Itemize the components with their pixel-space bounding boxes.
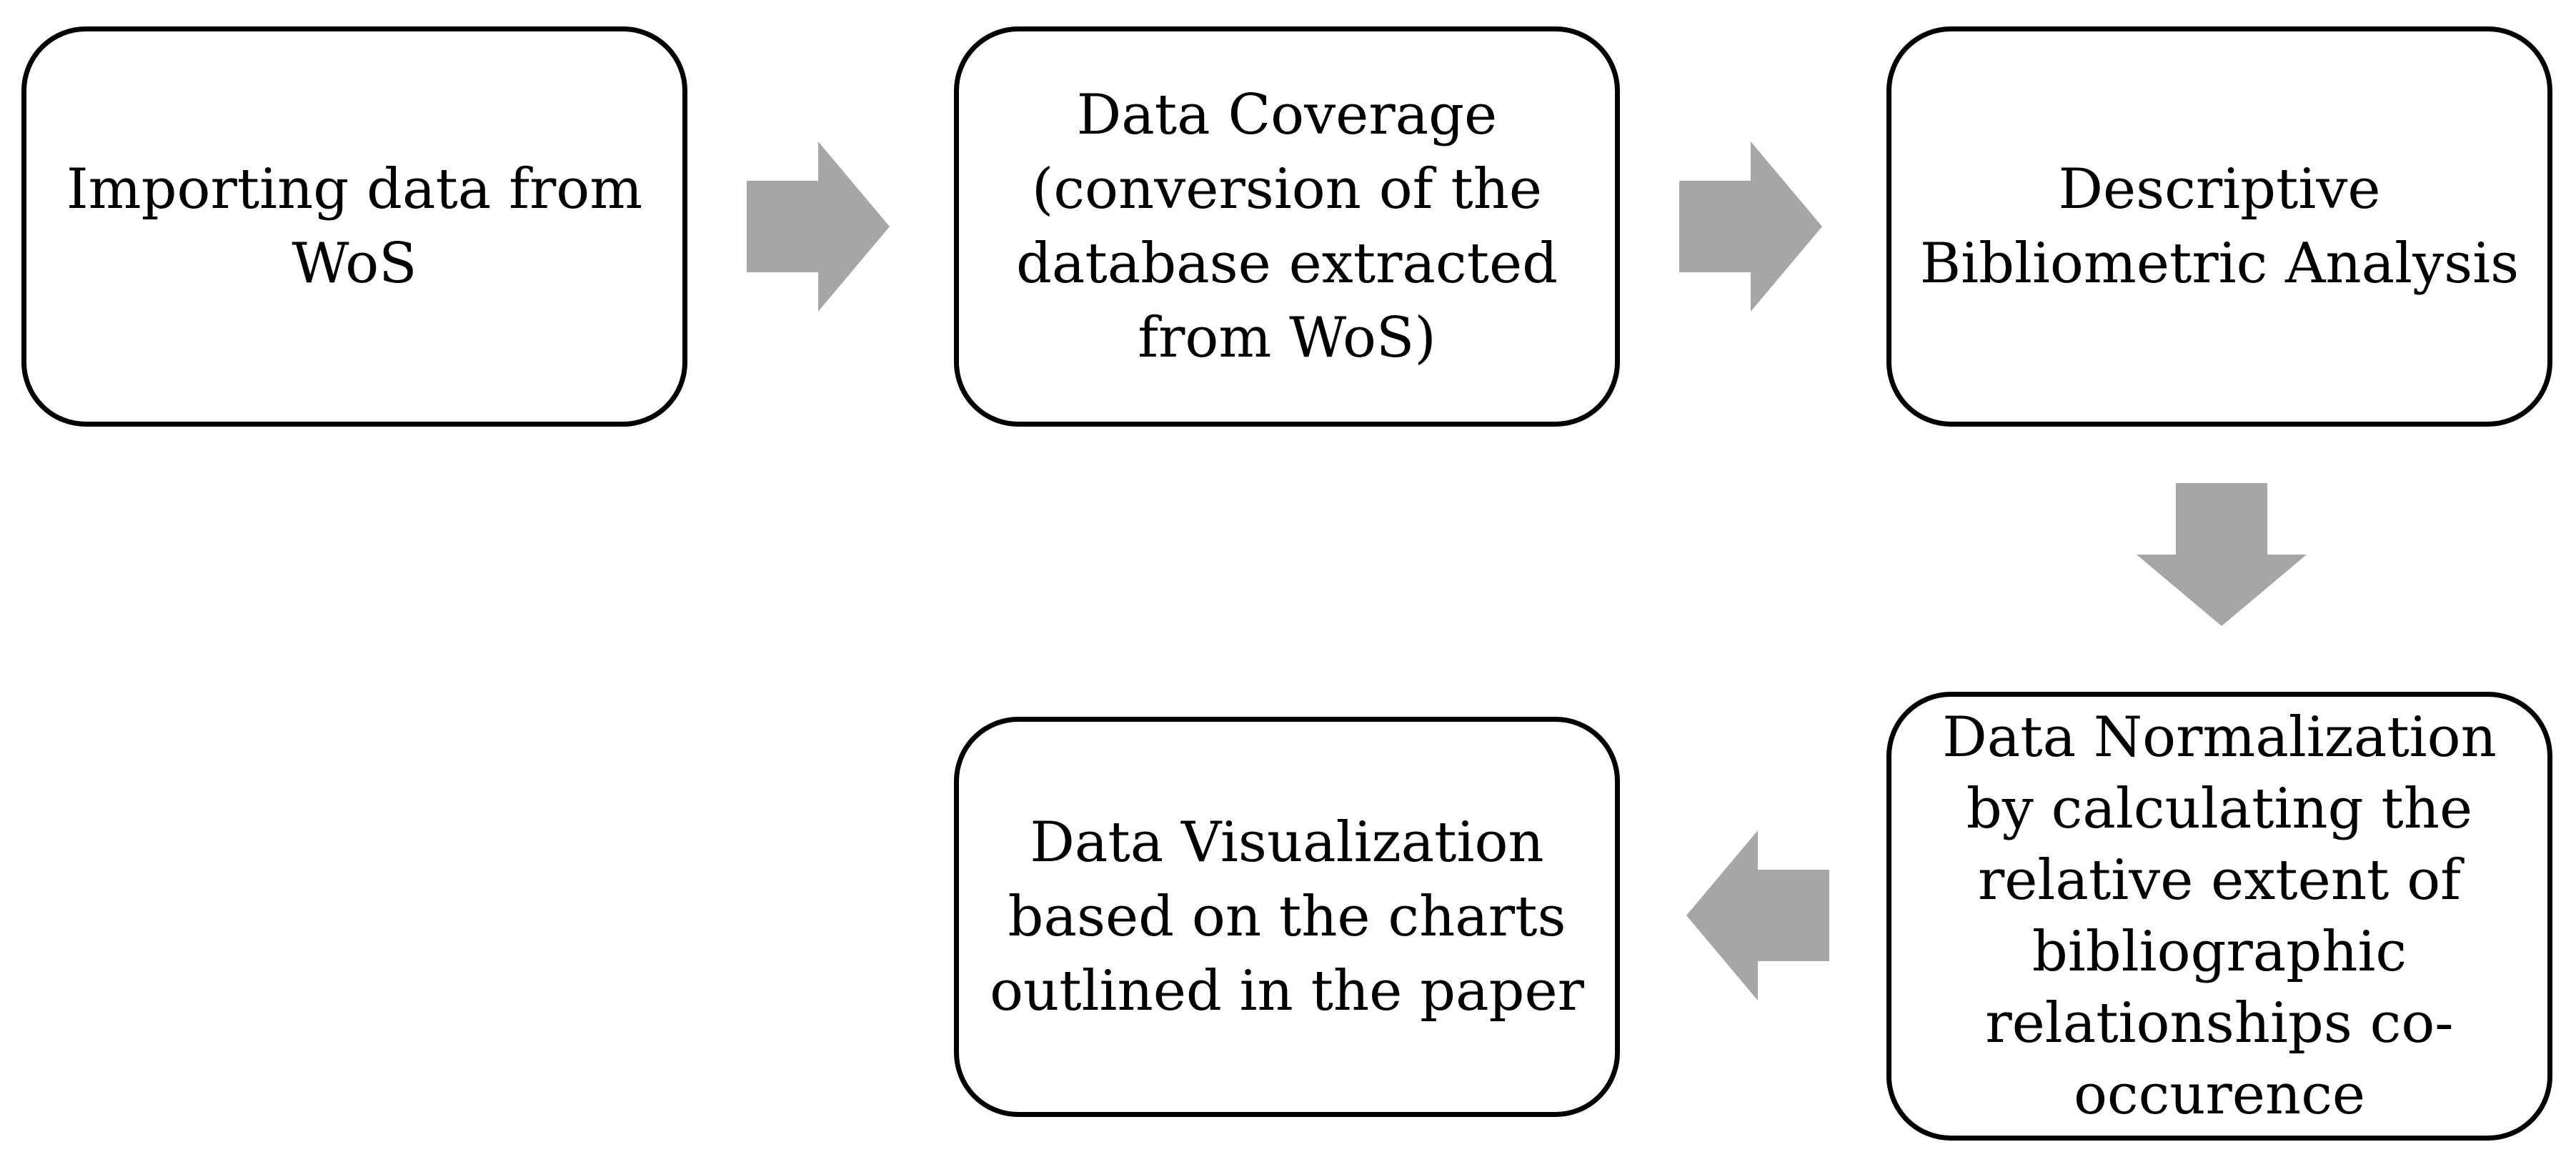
left-arrow-icon: [1686, 830, 1829, 1000]
step-label: Descriptive Bibliometric Analysis: [1919, 157, 2520, 296]
right-arrow-icon: [1679, 141, 1822, 312]
step-label: Data Normalization by calculating the re…: [1942, 705, 2497, 1127]
step-box-descriptive-analysis: Descriptive Bibliometric Analysis: [1886, 26, 2552, 427]
step-box-data-normalization: Data Normalization by calculating the re…: [1886, 692, 2552, 1141]
step-box-data-visualization: Data Visualization based on the charts o…: [954, 717, 1620, 1117]
step-label: Importing data from WoS: [66, 157, 643, 296]
step-label: Data Visualization based on the charts o…: [990, 810, 1584, 1023]
step-box-importing-data: Importing data from WoS: [21, 26, 687, 427]
step-box-data-coverage: Data Coverage (conversion of the databas…: [954, 26, 1620, 427]
step-label: Data Coverage (conversion of the databas…: [1015, 83, 1558, 370]
down-arrow-icon: [2137, 483, 2307, 626]
right-arrow-icon: [747, 141, 890, 312]
